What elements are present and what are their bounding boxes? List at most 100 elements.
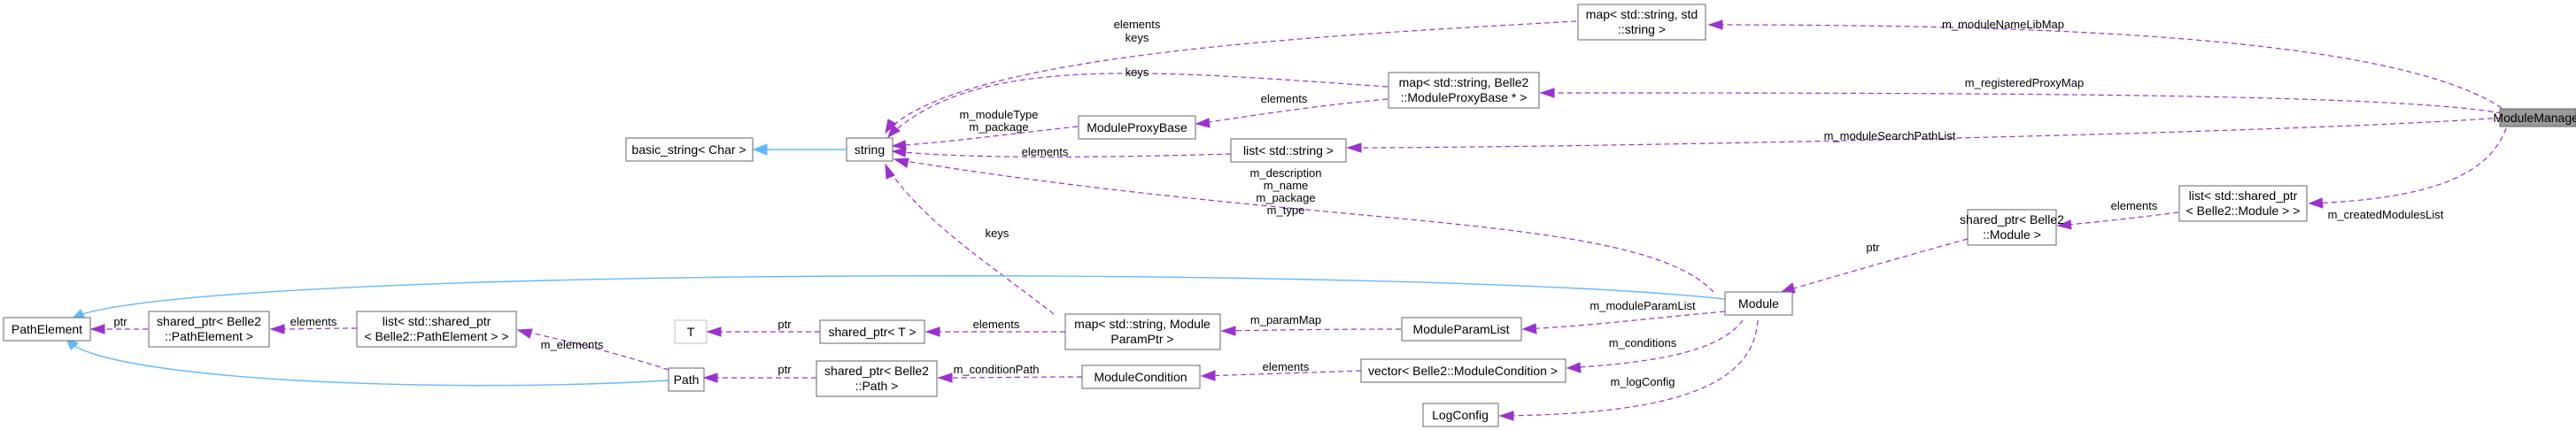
node-shared-ptr-module[interactable]: shared_ptr< Belle2 ::Module >	[1960, 209, 2064, 246]
edge-arrowhead	[752, 143, 768, 156]
edge-arrowhead	[1566, 362, 1582, 373]
node-vector-module-condition[interactable]: vector< Belle2::ModuleCondition >	[1360, 358, 1566, 383]
node-label: ModuleParamList	[1413, 322, 1510, 336]
node-shared-ptr-path-element[interactable]: shared_ptr< Belle2 ::PathElement >	[148, 311, 270, 348]
edge-label-ptr: ptr	[1866, 241, 1880, 254]
edge-created-modules-list	[2309, 127, 2507, 204]
edge-label-elements: elements	[1261, 92, 1308, 105]
edge-label-description: m_description	[1250, 166, 1322, 180]
edge-labels: m_moduleNameLibMap m_registeredProxyMap …	[113, 18, 2443, 388]
edge-arrowhead	[937, 372, 953, 383]
node-label: ModuleManager	[2493, 111, 2576, 125]
node-label: ModuleProxyBase	[1087, 120, 1187, 134]
node-list-shared-ptr-path-element[interactable]: list< std::shared_ptr < Belle2::PathElem…	[356, 311, 517, 348]
edge-arrowhead	[885, 119, 897, 134]
node-log-config[interactable]: LogConfig	[1422, 403, 1499, 427]
node-module-manager[interactable]: ModuleManager	[2493, 108, 2576, 127]
edge-arrowhead	[891, 147, 907, 157]
edge-arrowhead	[89, 324, 105, 334]
node-module-param-list[interactable]: ModuleParamList	[1401, 317, 1522, 342]
edge-label-condition-path: m_conditionPath	[954, 363, 1040, 376]
node-map-string-string[interactable]: map< std::string, std ::string >	[1577, 4, 1706, 41]
edge-map-param-keys	[885, 164, 1055, 315]
node-list-shared-ptr-module[interactable]: list< std::shared_ptr < Belle2::Module >…	[2178, 185, 2308, 222]
node-t[interactable]: T	[674, 319, 708, 344]
edge-label-module-name-lib-map: m_moduleNameLibMap	[1942, 18, 2064, 31]
node-module-proxy-base[interactable]: ModuleProxyBase	[1078, 115, 1196, 140]
edge-arrowhead	[1521, 323, 1537, 334]
edge-arrowhead	[887, 124, 901, 139]
node-label: list< std::shared_ptr	[2189, 188, 2298, 203]
node-label: vector< Belle2::ModuleCondition >	[1368, 364, 1558, 378]
edge-proxy-base-strings	[892, 126, 1079, 147]
edge-arrowhead	[706, 326, 722, 337]
edges	[65, 19, 2507, 421]
edge-label-module-type: m_moduleType	[960, 108, 1039, 121]
node-label: shared_ptr< Belle2	[157, 314, 261, 328]
edge-module-param-list	[1522, 311, 1726, 330]
edge-arrowhead	[2308, 197, 2324, 209]
edge-vector-condition-elements	[1201, 370, 1362, 377]
edge-label-param-map: m_paramMap	[1250, 313, 1321, 326]
node-label: < Belle2::Module > >	[2186, 203, 2301, 218]
edge-arrowhead	[702, 372, 718, 383]
edge-map-proxy-keys	[887, 73, 1389, 138]
nodes: ModuleManager map< std::string, std ::st…	[3, 4, 2576, 427]
node-label: Module	[1738, 296, 1779, 311]
node-list-string[interactable]: list< std::string >	[1230, 138, 1347, 163]
edge-label-registered-proxy-map: m_registeredProxyMap	[1965, 76, 2084, 89]
node-map-module-param[interactable]: map< std::string, Module ParamPtr >	[1064, 313, 1221, 350]
edge-module-inherits-path-element[interactable]	[70, 275, 1726, 319]
edge-label-module-param-list: m_moduleParamList	[1590, 299, 1696, 312]
edge-label-elements-keys-2: keys	[1126, 31, 1149, 44]
node-module-condition[interactable]: ModuleCondition	[1081, 365, 1201, 389]
edge-label-elements: elements	[2111, 199, 2158, 212]
node-map-module-proxy[interactable]: map< std::string, Belle2 ::ModuleProxyBa…	[1388, 72, 1540, 109]
node-label: LogConfig	[1432, 408, 1489, 422]
node-shared-ptr-t[interactable]: shared_ptr< T >	[819, 319, 925, 344]
edge-label-keys: keys	[1126, 65, 1149, 79]
node-label: ParamPtr >	[1110, 332, 1173, 346]
edge-map-proxy-elements	[1195, 98, 1389, 125]
node-label: shared_ptr< Belle2	[1960, 212, 2064, 227]
edge-arrowhead	[1220, 326, 1236, 336]
node-label: Path	[674, 372, 700, 387]
edge-module-search-path-list	[1347, 117, 2503, 149]
node-label: PathElement	[12, 322, 82, 336]
edge-path-inherits-path-element[interactable]	[66, 340, 669, 387]
node-label: T	[687, 325, 695, 339]
node-module[interactable]: Module	[1724, 291, 1793, 316]
node-string[interactable]: string	[846, 137, 893, 162]
node-label: list< std::string >	[1243, 143, 1334, 157]
edge-label-keys: keys	[986, 227, 1010, 240]
node-label: shared_ptr< Belle2	[824, 364, 929, 378]
node-path[interactable]: Path	[668, 367, 705, 392]
edge-arrowhead	[1780, 282, 1796, 294]
node-label: ::PathElement >	[165, 329, 253, 343]
edge-label-elements: elements	[1263, 360, 1310, 373]
node-basic-string[interactable]: basic_string< Char >	[625, 137, 754, 162]
edge-arrowhead	[1539, 88, 1555, 98]
edge-label-m-elements: m_elements	[541, 338, 604, 351]
edge-label-elements: elements	[1022, 145, 1069, 158]
node-label: string	[855, 142, 885, 157]
edge-label-elements-keys-1: elements	[1114, 18, 1161, 31]
edge-param-map	[1221, 328, 1402, 332]
edge-label-conditions: m_conditions	[1609, 336, 1677, 349]
node-label: ::Module >	[1983, 227, 2041, 242]
edge-label-ptr: ptr	[113, 315, 128, 328]
node-shared-ptr-path[interactable]: shared_ptr< Belle2 ::Path >	[816, 360, 938, 397]
edge-label-created-modules-list: m_createdModulesList	[2328, 208, 2444, 221]
node-label: map< std::string, Module	[1074, 317, 1211, 331]
edge-registered-proxy-map	[1540, 92, 2503, 114]
edge-label-ptr: ptr	[777, 363, 792, 376]
node-label: ModuleCondition	[1094, 370, 1187, 384]
edge-list-module-elements	[2057, 211, 2179, 227]
edge-arrowhead	[885, 163, 895, 180]
edge-arrowhead	[269, 324, 285, 334]
node-path-element[interactable]: PathElement	[3, 317, 91, 342]
node-label: list< std::shared_ptr	[383, 314, 491, 328]
edge-map-string-string-elements	[885, 20, 1577, 134]
edge-label-type: m_type	[1267, 203, 1305, 217]
